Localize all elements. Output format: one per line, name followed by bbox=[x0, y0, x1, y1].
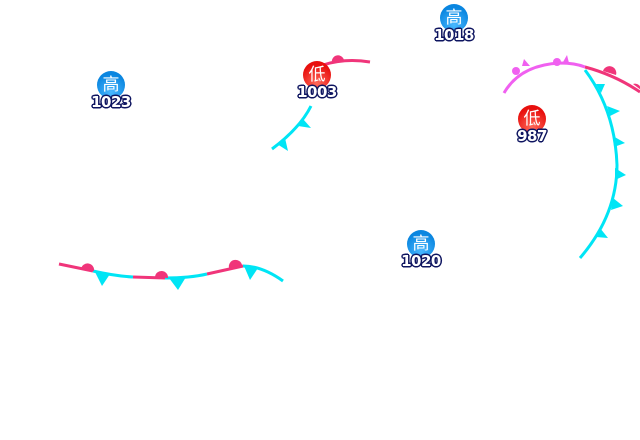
warm-front-bump bbox=[155, 270, 169, 278]
high-pressure-icon: 高 bbox=[97, 71, 125, 99]
high-pressure-icon: 高 bbox=[407, 230, 435, 258]
cold-front-tooth bbox=[169, 277, 186, 290]
cold-front-tooth bbox=[596, 84, 605, 93]
warm-front-bump bbox=[603, 66, 617, 75]
high-pressure-center: 高 1023 bbox=[81, 71, 141, 111]
cold-front-tooth bbox=[613, 136, 625, 147]
cold-front-tooth bbox=[611, 198, 623, 210]
warm-front-bump bbox=[228, 259, 242, 268]
warm-front bbox=[584, 65, 640, 94]
cold-front-tooth bbox=[607, 106, 620, 116]
warm-front-bump bbox=[81, 263, 95, 271]
warm-front-bump bbox=[633, 83, 640, 90]
pressure-value: 1020 bbox=[401, 252, 441, 270]
pressure-value: 1003 bbox=[297, 83, 337, 101]
high-pressure-center: 高 1018 bbox=[424, 4, 484, 44]
low-pressure-center: 低 987 bbox=[502, 105, 562, 145]
cold-front-tooth bbox=[95, 272, 110, 286]
pressure-value: 987 bbox=[517, 127, 547, 145]
high-pressure-icon: 高 bbox=[440, 4, 468, 32]
occluded-front-tooth bbox=[522, 59, 530, 66]
cold-front-tooth bbox=[298, 119, 311, 128]
pressure-value: 1023 bbox=[91, 93, 131, 111]
cold-front bbox=[271, 105, 313, 151]
occluded-front-tooth bbox=[563, 55, 569, 63]
warm-front-bump bbox=[331, 55, 344, 63]
occluded-front-bump bbox=[512, 67, 520, 75]
low-pressure-icon: 低 bbox=[303, 61, 331, 89]
high-pressure-center: 高 1020 bbox=[391, 230, 451, 270]
pressure-value: 1018 bbox=[434, 26, 474, 44]
cold-front-tooth bbox=[277, 138, 288, 151]
cold-front-tooth bbox=[615, 168, 626, 180]
stationary-front bbox=[58, 259, 284, 290]
low-pressure-icon: 低 bbox=[518, 105, 546, 133]
occluded-front bbox=[502, 55, 586, 94]
occluded-front-bump bbox=[553, 58, 561, 66]
cold-front-tooth bbox=[244, 266, 258, 280]
cold-front bbox=[578, 69, 626, 259]
cold-front-tooth bbox=[596, 228, 608, 238]
low-pressure-center: 低 1003 bbox=[287, 61, 347, 101]
